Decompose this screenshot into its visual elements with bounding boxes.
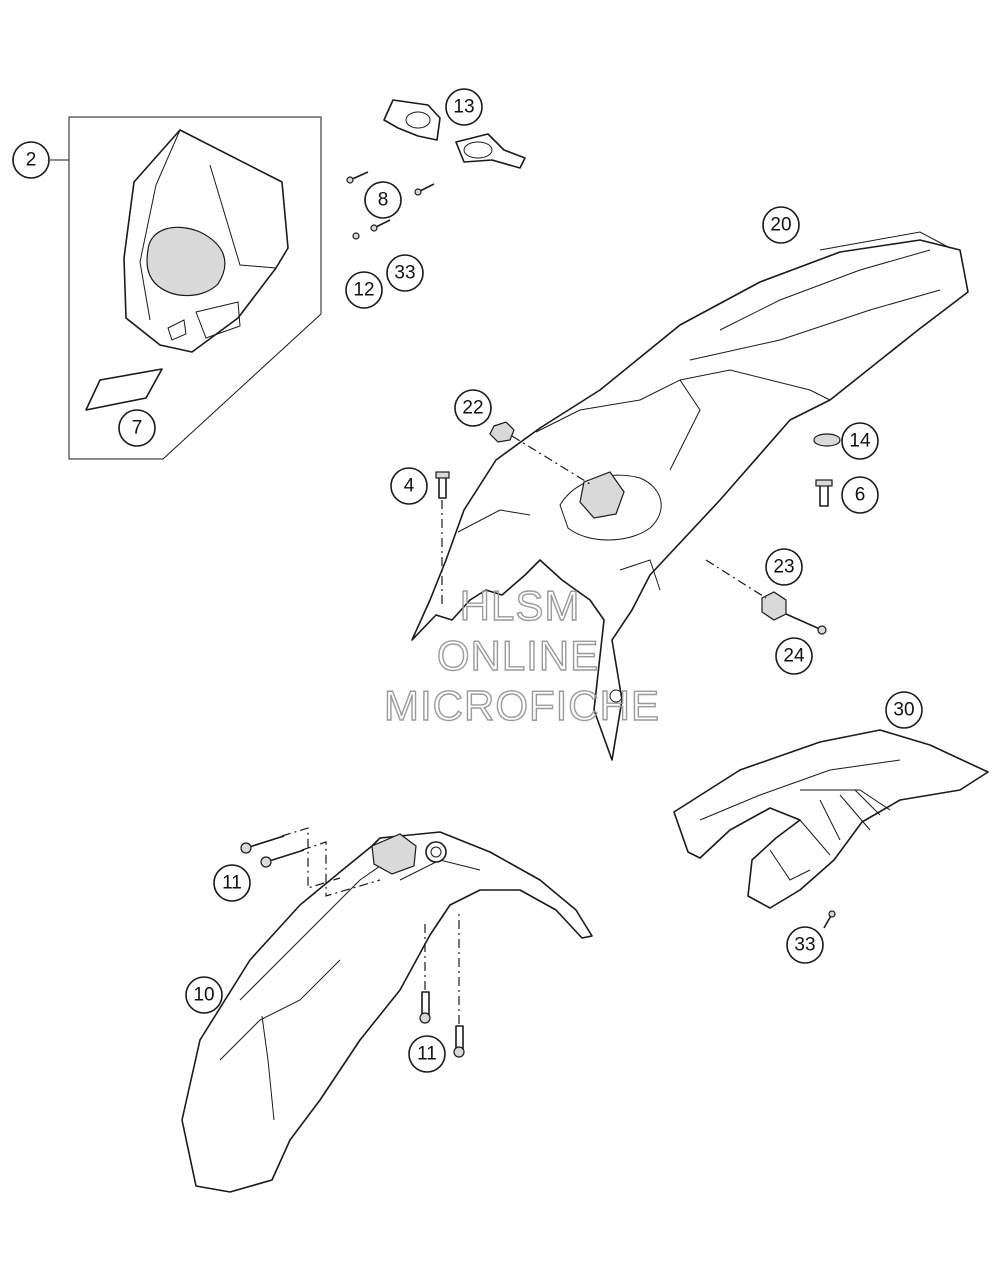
rear-fender: [411, 231, 969, 761]
screw-4: [435, 471, 450, 499]
callout-6: 6: [841, 476, 879, 514]
rear-fender-body: [411, 239, 969, 761]
clamp-left: [383, 99, 441, 141]
callout-22: 22: [454, 389, 492, 427]
decal: [85, 368, 163, 411]
watermark-line-3: MICROFICHE: [384, 682, 660, 729]
nut-22: [489, 421, 515, 443]
svg-text:20: 20: [770, 215, 791, 236]
svg-text:7: 7: [132, 418, 143, 439]
headlight-mask-group: [50, 116, 322, 460]
svg-text:33: 33: [394, 263, 415, 284]
svg-text:24: 24: [783, 646, 805, 667]
callout-23: 23: [765, 548, 803, 586]
subframe: [673, 729, 989, 929]
callout-11-bottom: 11: [408, 1035, 446, 1073]
callout-14: 14: [841, 422, 879, 460]
front-fender-hardware: [240, 827, 465, 1058]
svg-text:6: 6: [855, 485, 866, 506]
bolt-11-bottom-a: [419, 991, 431, 1024]
screw-8-left: [346, 171, 369, 184]
bolt-11-top-a: [240, 835, 285, 854]
callout-11-top: 11: [213, 864, 251, 902]
screw-6: [815, 479, 833, 507]
callout-20: 20: [762, 206, 800, 244]
svg-text:14: 14: [849, 431, 871, 452]
callout-33-top: 33: [386, 254, 424, 292]
svg-text:4: 4: [404, 476, 415, 497]
rear-fender-hardware: [435, 421, 841, 635]
bolt-11-bottom-b: [453, 1025, 465, 1058]
svg-text:13: 13: [453, 97, 474, 118]
grommet-14: [813, 433, 841, 447]
bolt-11-top-b: [260, 849, 305, 868]
callout-4: 4: [390, 467, 428, 505]
watermark-line-1: HLSM: [460, 582, 581, 629]
callout-7: 7: [118, 409, 156, 447]
subframe-body: [673, 729, 989, 909]
front-fender-body: [181, 831, 593, 1193]
screw-33-bottom: [823, 910, 836, 929]
callouts: 2 7 13 8 33 12 20 22: [12, 88, 923, 1073]
svg-text:8: 8: [378, 190, 389, 211]
callout-13: 13: [445, 88, 483, 126]
screw-24: [785, 613, 823, 631]
callout-24: 24: [775, 637, 813, 675]
callout-8: 8: [364, 181, 402, 219]
watermark-line-2: ONLINE: [437, 632, 599, 679]
watermark: HLSM ONLINE MICROFICHE: [383, 581, 660, 729]
callout-33-bottom: 33: [786, 926, 824, 964]
callout-12: 12: [345, 271, 383, 309]
screw-8-right: [414, 183, 435, 196]
svg-text:22: 22: [462, 398, 483, 419]
svg-text:11: 11: [222, 873, 242, 894]
clamp-right: [455, 133, 526, 169]
group-box: [68, 116, 322, 460]
callout-2: 2: [12, 141, 50, 179]
svg-text:30: 30: [893, 700, 914, 721]
svg-text:23: 23: [773, 557, 794, 578]
svg-text:10: 10: [193, 985, 214, 1006]
washer-12: [352, 232, 360, 240]
callout-30: 30: [885, 691, 923, 729]
screw-33-top: [370, 219, 391, 232]
callout-10: 10: [185, 976, 223, 1014]
front-fender: [181, 831, 593, 1193]
svg-text:33: 33: [794, 935, 815, 956]
top-hardware: [346, 99, 526, 240]
svg-text:12: 12: [353, 280, 374, 301]
svg-text:11: 11: [417, 1044, 437, 1065]
nut-23: [761, 591, 787, 621]
svg-text:2: 2: [26, 150, 37, 171]
